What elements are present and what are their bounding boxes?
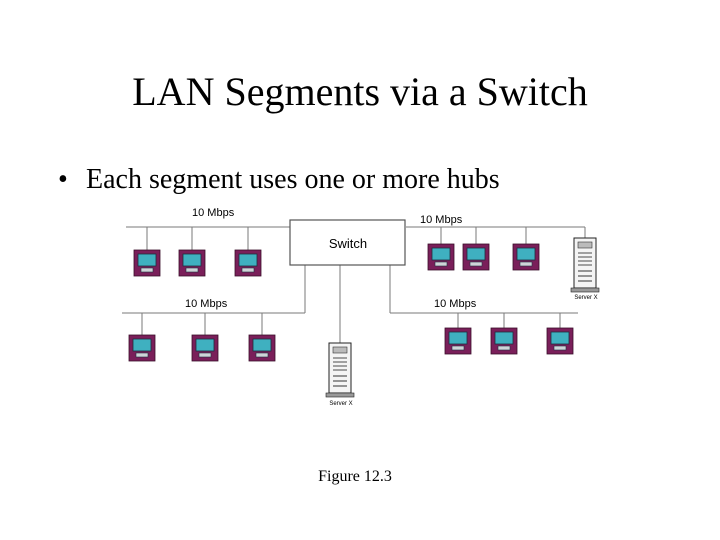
server-label-center: Server X [329, 401, 352, 407]
workstation-icon [512, 243, 540, 271]
workstation-icon [178, 249, 206, 277]
bullet-text: Each segment uses one or more hubs [86, 164, 500, 195]
segment-speed-label-bottom-left: 10 Mbps [185, 298, 228, 310]
segment-speed-label-top-left: 10 Mbps [192, 207, 235, 219]
bullet-point: • Each segment uses one or more hubs [58, 164, 500, 196]
workstation-icon [444, 327, 472, 355]
workstation-icon [133, 249, 161, 277]
server-label-right: Server X [574, 295, 597, 301]
workstation-icon [234, 249, 262, 277]
workstation-icon [128, 334, 156, 362]
bullet-symbol: • [58, 164, 68, 195]
switch-label: Switch [329, 236, 367, 251]
segment-speed-label-top-right: 10 Mbps [420, 214, 463, 226]
segment-speed-label-bottom-right: 10 Mbps [434, 298, 477, 310]
slide-title: LAN Segments via a Switch [132, 69, 588, 114]
server-icon [570, 237, 600, 293]
workstation-icon [191, 334, 219, 362]
network-switch [289, 219, 406, 266]
workstation-icon [546, 327, 574, 355]
workstation-icon [427, 243, 455, 271]
workstation-icon [490, 327, 518, 355]
workstation-icon [248, 334, 276, 362]
workstation-icon [462, 243, 490, 271]
cabling [122, 226, 586, 345]
figure-caption: Figure 12.3 [318, 468, 392, 485]
server-icon [325, 342, 355, 398]
